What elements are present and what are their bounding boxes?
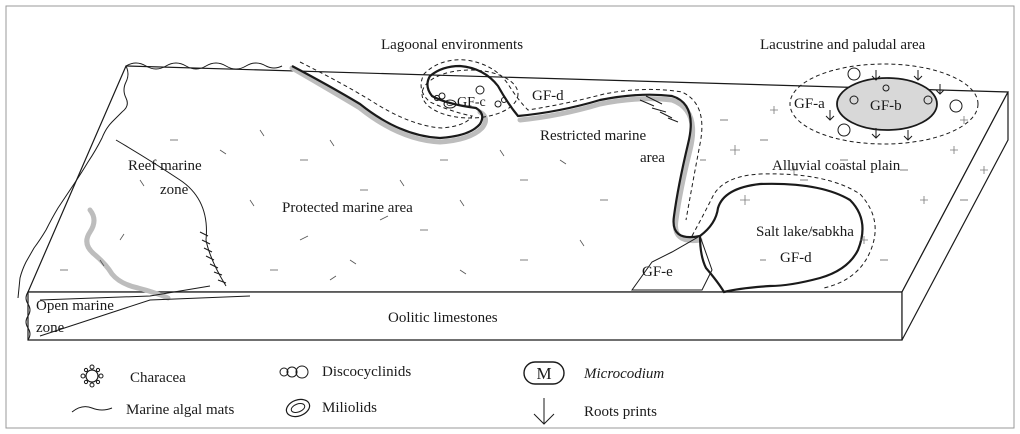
label-restricted-2: area [640,150,665,166]
label-salt-lake: Salt lake/sabkha [756,224,854,240]
label-lagoonal: Lagoonal environments [381,37,523,53]
label-lacustrine: Lacustrine and paludal area [760,37,926,53]
label-gf-a: GF-a [794,96,825,112]
legend-miliolids-label: Miliolids [322,400,377,416]
legend-discocyclinids-label: Discocyclinids [322,364,411,380]
legend-algal-mats-label: Marine algal mats [126,402,234,418]
legend-characea-label: Characea [130,370,186,386]
label-restricted-1: Restricted marine [540,128,647,144]
label-oolitic: Oolitic limestones [388,310,498,326]
legend-microcodium-icon: M [524,362,564,384]
microcodium-icon [848,68,860,80]
label-protected: Protected marine area [282,200,413,216]
legend-roots-icon [534,398,554,424]
label-gf-d-salt: GF-d [780,250,812,266]
legend-miliolids-icon [284,396,312,419]
legend: Characea Discocyclinids M Microcodium Ma… [72,362,664,424]
microcodium-icon [950,100,962,112]
label-open-marine-1: Open marine [36,298,114,314]
legend-discocyclinids-icon [280,366,308,378]
label-gf-b: GF-b [870,98,902,114]
label-gf-e: GF-e [642,264,673,280]
label-alluvial: Alluvial coastal plain [772,158,901,174]
legend-roots-label: Roots prints [584,404,657,420]
label-gf-d-top: GF-d [532,88,564,104]
microcodium-icon [838,124,850,136]
legend-microcodium-label: Microcodium [583,366,664,382]
legend-characea-icon [81,365,103,387]
legend-algal-mat-icon [72,407,112,412]
label-reef-2: zone [160,182,189,198]
legend-microcodium-m: M [536,364,551,383]
label-reef-1: Reef marine [128,158,202,174]
label-gf-c: GF-c [457,95,486,110]
label-open-marine-2: zone [36,320,65,336]
